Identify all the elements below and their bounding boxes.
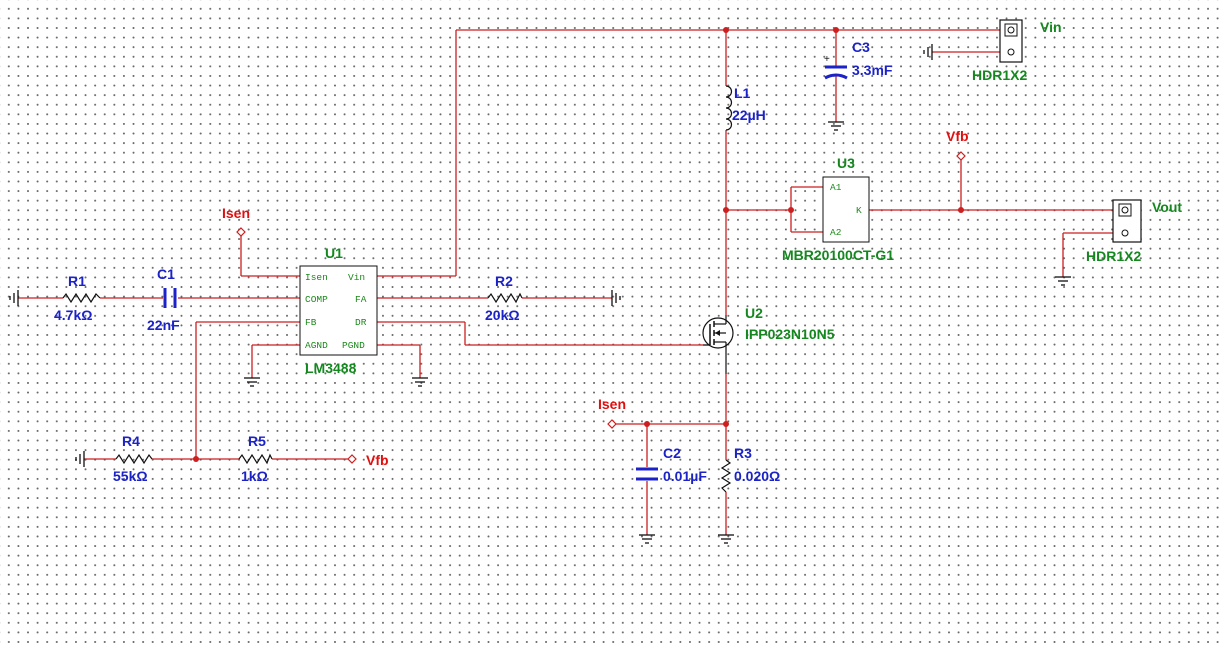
ic-ref: U1 [325, 245, 343, 261]
ic-part-number: MBR20100CT-G1 [782, 247, 894, 263]
mosfet-part-number: IPP023N10N5 [745, 326, 835, 342]
pin-label: AGND [305, 340, 328, 351]
ground-symbol[interactable] [639, 534, 655, 544]
net-probe-vfb-top[interactable]: Vfb [946, 128, 969, 161]
resistor-value: 0.020Ω [734, 468, 780, 484]
inductor-value: 22µH [732, 107, 766, 123]
ic-part-number: LM3488 [305, 360, 357, 376]
header-part-number: HDR1X2 [972, 67, 1027, 83]
resistor-r2[interactable]: R2 20kΩ [485, 273, 523, 323]
resistor-ref: R4 [122, 433, 140, 449]
probe-diamond-icon [607, 419, 617, 429]
capacitor-value: 0.01µF [663, 468, 707, 484]
junction-dot [193, 456, 199, 462]
header-label: Vout [1152, 199, 1182, 215]
pin-label: Isen [305, 272, 328, 283]
ground-symbol[interactable] [828, 121, 844, 131]
ground-symbol[interactable] [1055, 276, 1071, 286]
header-vout[interactable]: Vout HDR1X2 [1086, 199, 1182, 264]
junction-dot [723, 421, 729, 427]
capacitor-ref: C3 [852, 39, 870, 55]
inductor-l1[interactable]: L1 22µH [725, 85, 766, 131]
probe-diamond-icon [956, 151, 966, 161]
pin-label: FB [305, 317, 317, 328]
resistor-r4[interactable]: R4 55kΩ [113, 433, 153, 484]
diode-u3-mbr20100ct[interactable]: A1 A2 K U3 MBR20100CT-G1 [782, 155, 894, 263]
pin-label: FA [355, 294, 367, 305]
net-label: Vfb [366, 452, 389, 468]
junction-dot [723, 207, 729, 213]
pin-label: Vin [348, 272, 365, 283]
resistor-value: 1kΩ [241, 468, 268, 484]
net-label: Isen [598, 396, 626, 412]
resistor-r5[interactable]: R5 1kΩ [238, 433, 273, 484]
probe-diamond-icon [236, 227, 246, 237]
resistor-ref: R1 [68, 273, 86, 289]
header-vin[interactable]: Vin HDR1X2 [972, 19, 1062, 83]
capacitor-c2[interactable]: C2 0.01µF [636, 445, 707, 484]
inductor-ref: L1 [734, 85, 751, 101]
mosfet-u2[interactable]: U2 IPP023N10N5 [702, 305, 835, 374]
pin-label: K [856, 205, 862, 216]
resistor-value: 55kΩ [113, 468, 148, 484]
capacitor-ref: C1 [157, 266, 175, 282]
wires [18, 29, 1113, 535]
resistor-r3[interactable]: R3 0.020Ω [720, 445, 780, 493]
resistor-value: 4.7kΩ [54, 307, 92, 323]
mosfet-ref: U2 [745, 305, 763, 321]
net-label: Vfb [946, 128, 969, 144]
ground-symbol[interactable] [923, 44, 933, 60]
junction-dot [644, 421, 650, 427]
junction-dot [833, 27, 839, 33]
probe-diamond-icon [347, 454, 357, 464]
capacitor-ref: C2 [663, 445, 681, 461]
ic-u1-lm3488[interactable]: Isen Vin COMP FA FB DR AGND PGND U1 LM34… [299, 245, 378, 376]
resistor-ref: R2 [495, 273, 513, 289]
ground-symbol[interactable] [412, 377, 428, 387]
junction-dot [958, 207, 964, 213]
pin-label: A1 [830, 182, 842, 193]
header-part-number: HDR1X2 [1086, 248, 1141, 264]
pin-label: DR [355, 317, 367, 328]
capacitor-value: 3.3mF [852, 62, 893, 78]
net-label: Isen [222, 205, 250, 221]
net-probe-vfb-left[interactable]: Vfb [347, 452, 389, 468]
net-probe-isen-top[interactable]: Isen [222, 205, 250, 237]
polarity-plus: + [824, 54, 830, 65]
resistor-ref: R5 [248, 433, 266, 449]
ground-symbol[interactable] [244, 377, 260, 387]
junction-dot [723, 27, 729, 33]
capacitor-value: 22nF [147, 317, 180, 333]
ground-symbol[interactable] [611, 290, 621, 306]
capacitor-c1[interactable]: C1 22nF [147, 266, 180, 333]
ground-symbol[interactable] [9, 290, 19, 306]
ground-symbol[interactable] [75, 451, 85, 467]
pin-label: PGND [342, 340, 365, 351]
junction-dot [788, 207, 794, 213]
pin-label: A2 [830, 227, 842, 238]
resistor-ref: R3 [734, 445, 752, 461]
capacitor-c3[interactable]: + C3 3.3mF [824, 39, 893, 80]
ground-symbol[interactable] [718, 534, 734, 544]
ic-ref: U3 [837, 155, 855, 171]
header-label: Vin [1040, 19, 1062, 35]
resistor-value: 20kΩ [485, 307, 520, 323]
junctions [193, 27, 964, 462]
resistor-r1[interactable]: R1 4.7kΩ [54, 273, 101, 323]
pin-label: COMP [305, 294, 328, 305]
net-probe-isen-bottom[interactable]: Isen [598, 396, 626, 429]
